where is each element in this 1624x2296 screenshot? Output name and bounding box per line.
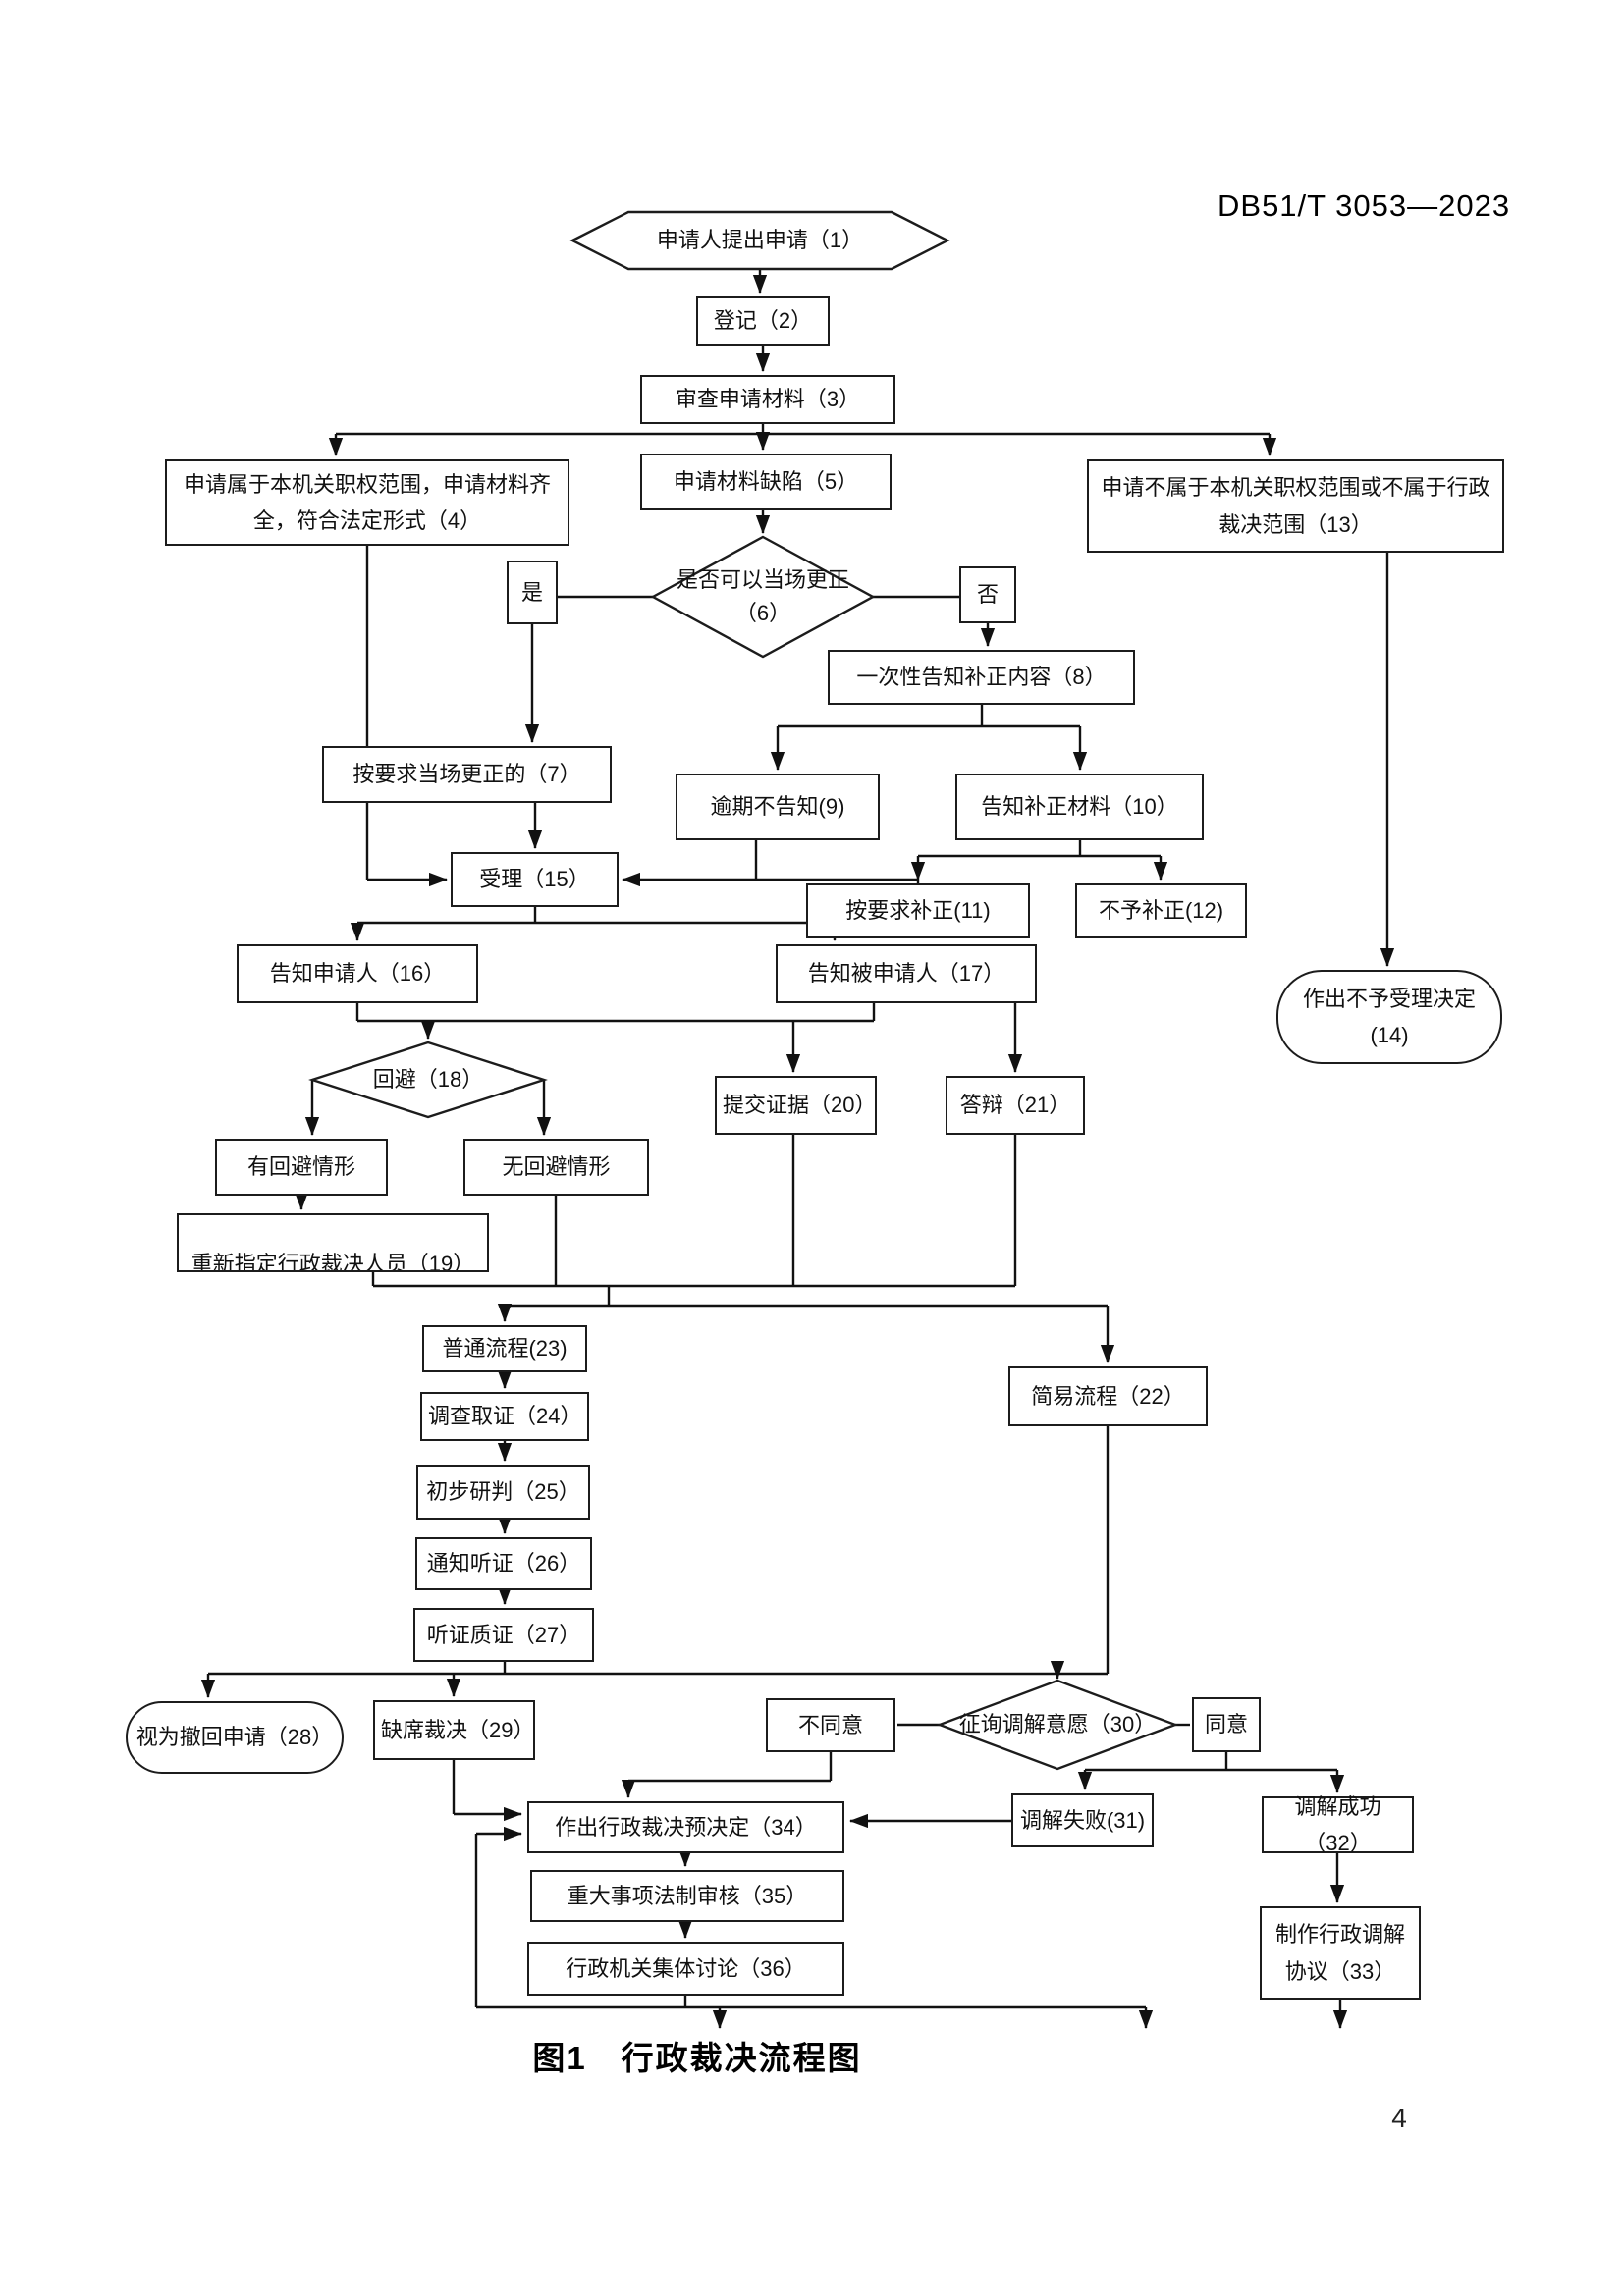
node-34-preliminary-adjudication-decision: 作出行政裁决预决定（34） (527, 1801, 844, 1853)
node-16-notify-applicant: 告知申请人（16） (237, 944, 478, 1003)
node-10-notify-supplement: 告知补正材料（10） (955, 774, 1204, 840)
node-19-reassign-adjudicators: 重新指定行政裁决人员（19） (177, 1213, 489, 1272)
node-no-recusal: 无回避情形 (463, 1139, 649, 1196)
node-24-investigate: 调查取证（24） (420, 1392, 589, 1441)
diamond-6-shape (650, 535, 876, 659)
diamond-30-shape (936, 1679, 1179, 1771)
node-20-submit-evidence: 提交证据（20） (715, 1076, 877, 1135)
diamond-18-shape (308, 1041, 548, 1119)
node-08-onetime-notice: 一次性告知补正内容（8） (828, 650, 1135, 705)
node-28-deemed-withdrawal: 视为撤回申请（28） (126, 1701, 344, 1774)
node-12-refuse-supplement: 不予补正(12) (1075, 883, 1247, 938)
branch-no-label: 否 (959, 566, 1016, 623)
node-03-review-materials: 审查申请材料（3） (640, 375, 895, 424)
node-18-recusal-decision: 回避（18） (372, 1066, 484, 1092)
node-27-hearing-cross-examination: 听证质证（27） (413, 1608, 594, 1662)
node-29-default-adjudication: 缺席裁决（29） (373, 1700, 535, 1760)
page-number: 4 (1391, 2103, 1407, 2133)
node-04-within-jurisdiction: 申请属于本机关职权范围，申请材料齐全，符合法定形式（4） (165, 459, 569, 546)
branch-disagree-label: 不同意 (766, 1698, 895, 1752)
node-has-recusal: 有回避情形 (215, 1139, 388, 1196)
branch-agree-label: 同意 (1192, 1697, 1261, 1752)
figure-caption: 图1 行政裁决流程图 (532, 2040, 862, 2076)
node-31-mediation-failed: 调解失败(31) (1011, 1793, 1154, 1847)
node-23-normal-procedure: 普通流程(23) (422, 1325, 587, 1372)
node-21-reply: 答辩（21） (946, 1076, 1085, 1135)
node-35-major-matter-legal-review: 重大事项法制审核（35） (530, 1870, 844, 1922)
node-25-preliminary-judgement: 初步研判（25） (416, 1465, 590, 1520)
node-14-decision-not-accept: 作出不予受理决定(14) (1276, 970, 1502, 1064)
node-22-simple-procedure: 简易流程（22） (1008, 1366, 1208, 1426)
node-36-collective-discussion: 行政机关集体讨论（36） (527, 1942, 844, 1996)
standard-number-header: DB51/T 3053—2023 (1218, 188, 1511, 223)
hexagon-start-shape (569, 210, 950, 271)
node-33-make-mediation-agreement: 制作行政调解协议（33） (1260, 1906, 1421, 2000)
node-17-notify-respondent: 告知被申请人（17） (776, 944, 1037, 1003)
node-19-clipped-text: 重新指定行政裁决人员（19） (190, 1251, 475, 1272)
node-13-outside-jurisdiction: 申请不属于本机关职权范围或不属于行政裁决范围（13） (1087, 459, 1504, 553)
node-05-material-defect: 申请材料缺陷（5） (640, 454, 892, 510)
branch-yes-label: 是 (507, 561, 558, 624)
node-07-corrected-onsite: 按要求当场更正的（7） (322, 746, 612, 803)
node-26-notify-hearing: 通知听证（26） (415, 1537, 592, 1590)
node-09-overdue-no-notice: 逾期不告知(9) (676, 774, 880, 840)
node-15-accept: 受理（15） (451, 852, 619, 907)
node-02-register: 登记（2） (696, 296, 830, 346)
node-01-submit-application: 申请人提出申请（1） (656, 227, 864, 252)
node-11-supplement-as-required: 按要求补正(11) (806, 883, 1030, 938)
node-32-mediation-succeeded: 调解成功（32） (1262, 1794, 1414, 1855)
node-30-mediation-willingness-decision: 征询调解意愿（30） (958, 1711, 1157, 1736)
node-06-correctable-onsite-decision: 是否可以当场更正（6） (676, 566, 849, 625)
